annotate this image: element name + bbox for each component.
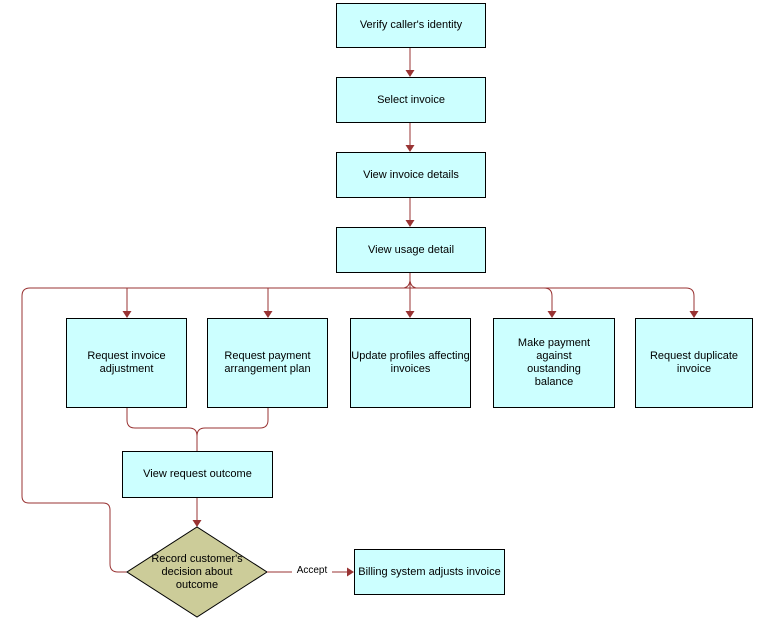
arrowhead-make-payment [547,311,557,318]
node-label: Billing system adjusts invoice [358,565,501,578]
node-label: Select invoice [377,93,445,106]
node-label: View usage detail [367,243,455,256]
node-request-duplicate-invoice: Request duplicate invoice [635,318,753,408]
node-label: Update profiles affecting invoices [351,350,470,375]
node-label: View request outcome [143,468,252,480]
node-view-usage-detail: View usage detail [336,227,486,273]
edge-drop-make-payment [543,287,553,311]
node-label: Request invoice adjustment [87,350,166,375]
arrowhead-billing [347,567,354,577]
node-view-request-outcome: View request outcome [122,451,273,498]
node-update-profiles-affecting-invoices: Update profiles affecting invoices [350,318,471,408]
arrowhead-request-duplicate [689,311,699,318]
node-label: Verify caller's identity [359,19,463,31]
arrowhead-select [405,70,415,77]
node-label: Request duplicate invoice [649,350,739,375]
node-billing-system-adjusts-invoice: Billing system adjusts invoice [354,549,505,595]
node-view-invoice-details: View invoice details [336,152,486,198]
arrowhead-arrangement-plan [263,311,273,318]
arrowhead-details [405,145,415,152]
arrowhead-usage [405,220,415,227]
node-request-invoice-adjustment: Request invoice adjustment [66,318,187,408]
arrowhead-update-profiles [405,311,415,318]
edge-merge-to-view-outcome [126,408,269,451]
node-label: Request payment arrangement plan [224,350,311,375]
node-record-customers-decision: Record customer's decision about outcome [147,532,247,612]
node-label: View invoice details [363,168,459,181]
edge-label-accept: Accept [292,565,332,577]
node-verify-callers-identity: Verify caller's identity [336,3,486,48]
edge-branch-spine [21,287,695,496]
node-select-invoice: Select invoice [336,77,486,123]
edge-spine-to-decision-loop [21,495,127,573]
node-label: Make payment against oustanding balance [517,337,591,388]
arrowhead-decision [192,520,202,527]
node-label: Record customer's decision about outcome [151,552,243,591]
node-make-payment-against-oustanding-balance: Make payment against oustanding balance [493,318,615,408]
arrowhead-request-adjustment [122,311,132,318]
node-request-payment-arrangement-plan: Request payment arrangement plan [207,318,328,408]
